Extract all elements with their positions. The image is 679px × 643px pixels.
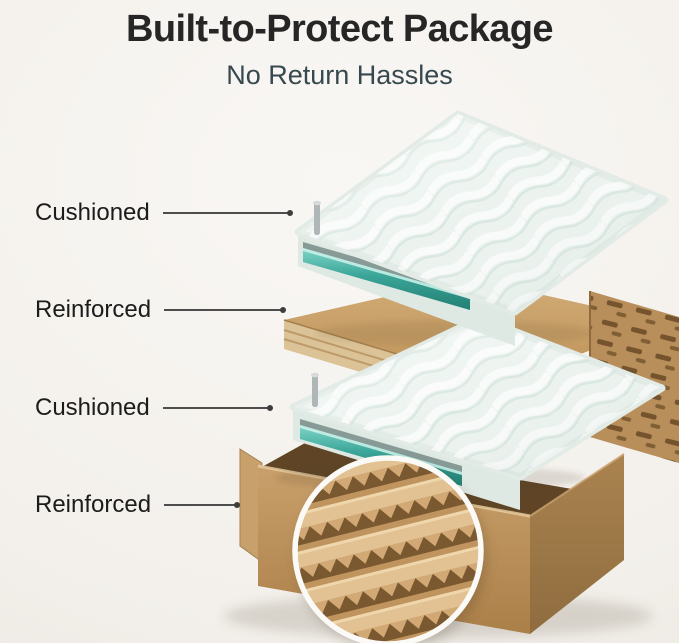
callout-reinforced-box: Reinforced (35, 491, 241, 519)
foam-slot-gap (300, 419, 462, 472)
callout-cushioned-top: Cushioned (35, 199, 293, 227)
callout-cushioned-bottom: Cushioned (35, 394, 273, 422)
header: Built-to-Protect Package No Return Hassl… (0, 8, 679, 91)
cushioned-foam-sleeve-bottom (289, 314, 666, 510)
callout-reinforced-sheet: Reinforced (35, 296, 287, 324)
callout-label: Reinforced (35, 491, 152, 518)
callout-label: Cushioned (35, 394, 150, 421)
magnifier-ring (292, 455, 484, 643)
callout-label: Reinforced (35, 296, 152, 323)
corrugated-layers (296, 459, 480, 643)
leader-line (162, 210, 293, 216)
leader-line (164, 502, 241, 508)
leader-line (164, 307, 287, 313)
cushioned-foam-sleeve-top (294, 110, 669, 346)
metal-pin (314, 203, 320, 235)
corrugated-layers-magnifier (292, 455, 487, 643)
leader-line (162, 405, 273, 411)
page-title: Built-to-Protect Package (126, 8, 554, 50)
callout-label: Cushioned (35, 199, 150, 226)
glass-panel-edge (303, 248, 470, 310)
metal-pin (312, 375, 318, 407)
page-subtitle: No Return Hassles (226, 60, 453, 90)
